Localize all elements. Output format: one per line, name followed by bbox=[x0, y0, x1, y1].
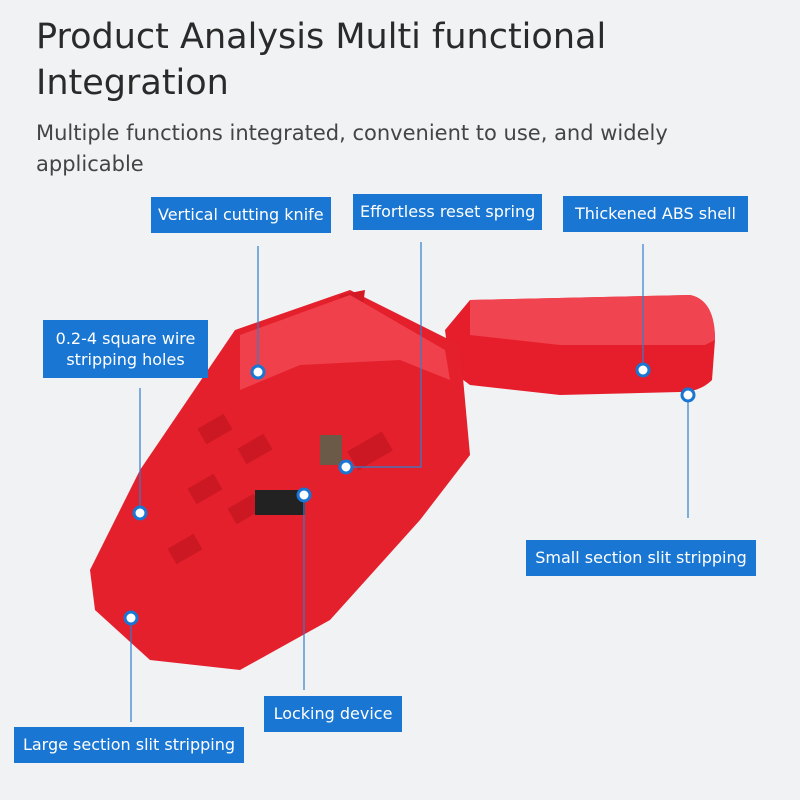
callout-dots bbox=[123, 362, 696, 626]
page-title: Product Analysis Multi functional Integr… bbox=[36, 17, 607, 103]
label-stripping-holes: 0.2-4 square wire stripping holes bbox=[43, 320, 208, 378]
label-vertical-cutting-knife: Vertical cutting knife bbox=[151, 197, 331, 233]
callout-lines bbox=[130, 242, 689, 722]
label-abs-shell: Thickened ABS shell bbox=[563, 196, 748, 232]
label-locking-device: Locking device bbox=[264, 696, 402, 732]
page-subtitle: Multiple functions integrated, convenien… bbox=[36, 121, 668, 176]
label-large-section: Large section slit stripping bbox=[14, 727, 244, 763]
label-small-section: Small section slit stripping bbox=[526, 540, 756, 576]
label-reset-spring: Effortless reset spring bbox=[353, 194, 543, 230]
